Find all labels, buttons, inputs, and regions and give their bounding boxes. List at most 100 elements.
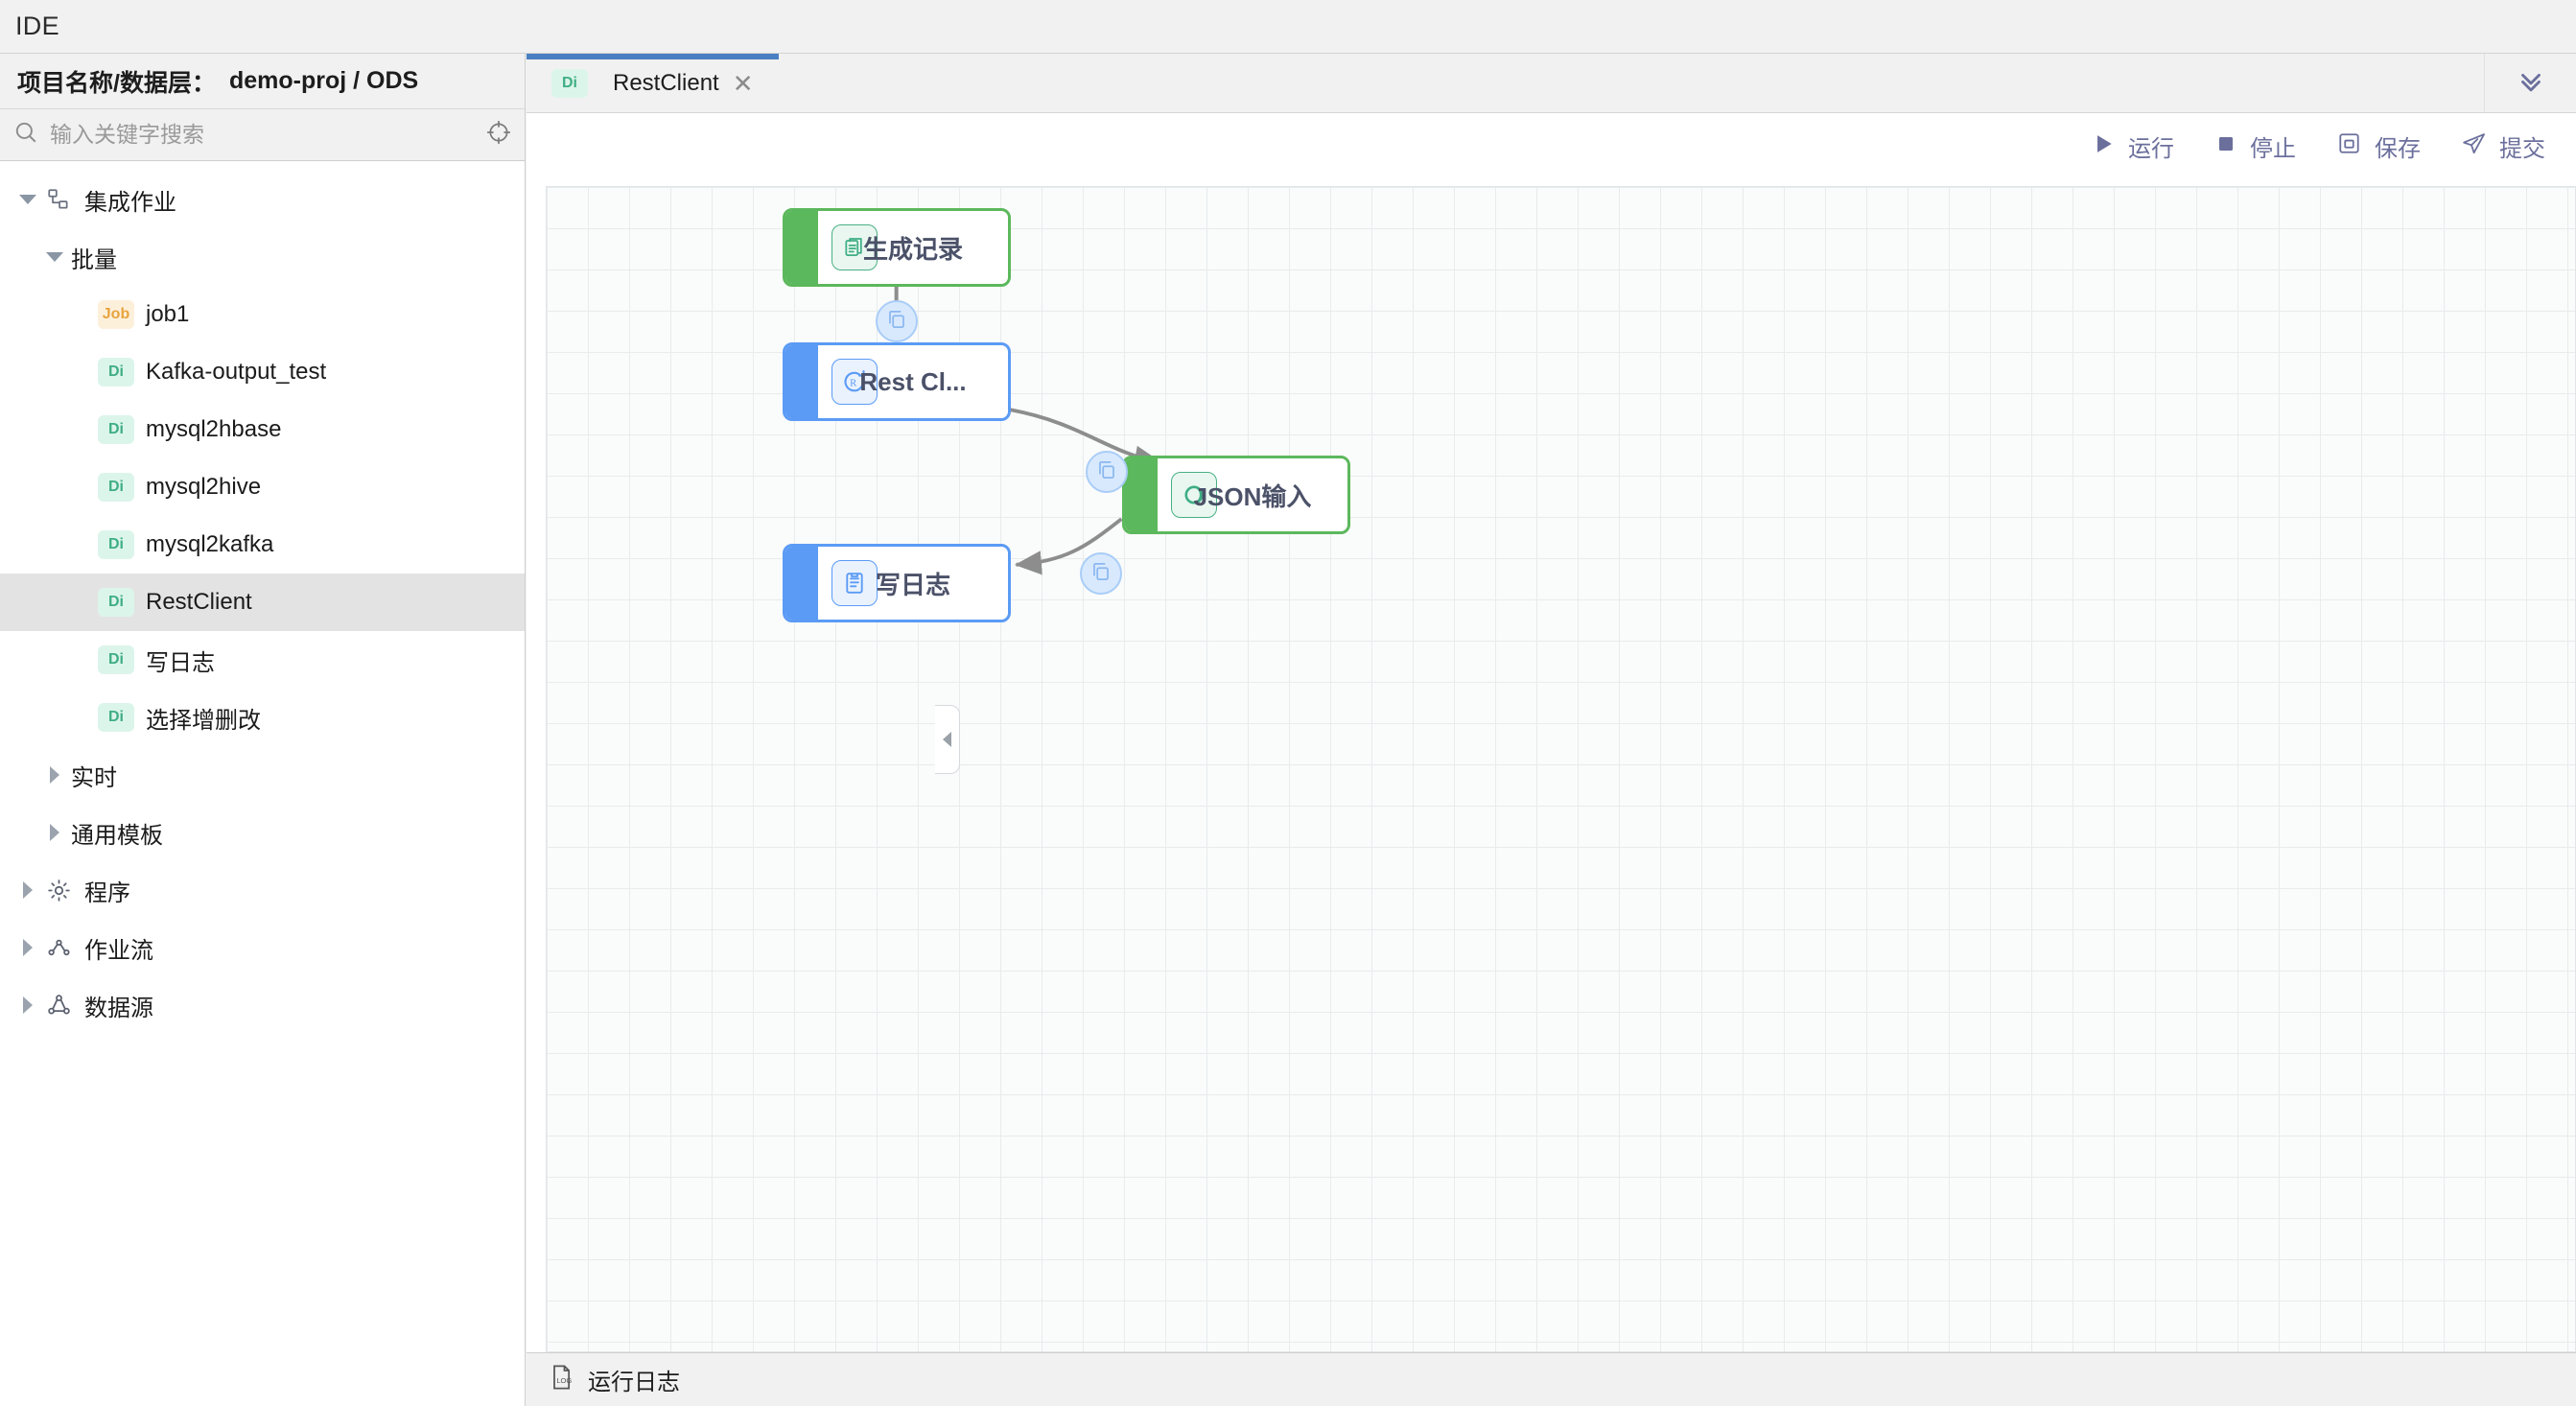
- tree-item-badge: Di: [98, 473, 134, 502]
- flow-node-log[interactable]: 写日志: [783, 544, 1011, 622]
- tree-item-实时[interactable]: 实时: [0, 746, 525, 804]
- caret-down-icon[interactable]: [44, 246, 65, 268]
- tree-item-Kafka-output_test[interactable]: Di Kafka-output_test: [0, 343, 525, 401]
- svg-text:R: R: [850, 378, 857, 389]
- edge-badge-gen-rest[interactable]: [876, 300, 918, 342]
- tree-item-label: 写日志: [146, 649, 215, 676]
- collapse-all-button[interactable]: [2484, 54, 2576, 112]
- tree-item-mysql2hive[interactable]: Di mysql2hive: [0, 458, 525, 516]
- node-accent-bar: [785, 547, 818, 620]
- tree-item-label: 实时: [71, 764, 117, 791]
- save-icon: [2336, 130, 2362, 161]
- app-title: IDE: [15, 12, 59, 40]
- edge-badge-json-log[interactable]: [1080, 552, 1122, 595]
- generate-record-icon: [831, 224, 878, 270]
- tree-item-label: mysql2kafka: [146, 531, 274, 557]
- tab-badge: Di: [551, 68, 588, 98]
- editor-toolbar: 运行 停止 保存 提交: [527, 113, 2576, 178]
- node-accent-bar: [785, 211, 818, 284]
- toolbar-button-label: 保存: [2375, 135, 2421, 162]
- stop-icon: [2214, 132, 2237, 160]
- tree-item-集成作业[interactable]: 集成作业: [0, 171, 525, 228]
- project-label: 项目名称/数据层：: [17, 69, 216, 97]
- tree-item-label: 程序: [84, 879, 130, 906]
- node-body: JSON输入: [1158, 458, 1347, 531]
- toolbar-button-label: 提交: [2499, 135, 2545, 162]
- tree-item-label: mysql2hive: [146, 474, 262, 500]
- tree-item-写日志[interactable]: Di 写日志: [0, 631, 525, 689]
- project-value: demo-proj / ODS: [228, 67, 419, 94]
- toolbar-保存-button[interactable]: 保存: [2336, 129, 2421, 163]
- chevron-left-icon: [943, 732, 951, 747]
- tree-item-label: 集成作业: [84, 189, 176, 216]
- toolbar-button-label: 停止: [2250, 135, 2296, 162]
- caret-down-icon[interactable]: [17, 189, 38, 210]
- flow-node-json[interactable]: JSON输入: [1122, 456, 1350, 534]
- tree-item-选择增删改[interactable]: Di 选择增删改: [0, 689, 525, 746]
- flow-node-gen[interactable]: 生成记录: [783, 208, 1011, 287]
- search-icon: [13, 120, 38, 150]
- tree-item-label: 作业流: [84, 937, 153, 964]
- project-header: 项目名称/数据层： demo-proj / ODS: [0, 54, 525, 109]
- tree-item-label: 选择增删改: [146, 707, 261, 734]
- tree-item-label: job1: [146, 301, 190, 327]
- svg-text:LOG: LOG: [556, 1376, 572, 1385]
- tree-item-badge: Di: [98, 530, 134, 559]
- tree-item-label: 通用模板: [71, 822, 163, 849]
- copy-icon: [1094, 457, 1119, 487]
- toolbar-运行-button[interactable]: 运行: [2091, 129, 2174, 163]
- tree-item-mysql2hbase[interactable]: Di mysql2hbase: [0, 401, 525, 458]
- workflow-icon: [44, 933, 73, 962]
- tab-bar: Di RestClient ✕: [527, 54, 2576, 113]
- tree-item-数据源[interactable]: 数据源: [0, 976, 525, 1034]
- caret-right-icon[interactable]: [17, 937, 38, 958]
- node-body: 写日志: [818, 547, 1008, 620]
- toolbar-button-label: 运行: [2128, 135, 2174, 162]
- palette-collapse-handle[interactable]: [935, 705, 960, 774]
- tree-item-批量[interactable]: 批量: [0, 228, 525, 286]
- tree-item-badge: Di: [98, 358, 134, 387]
- bottom-status-bar[interactable]: LOG 运行日志: [527, 1352, 2576, 1406]
- tree-item-label: mysql2hbase: [146, 416, 282, 442]
- caret-right-icon[interactable]: [44, 822, 65, 843]
- toolbar-提交-button[interactable]: 提交: [2461, 129, 2545, 163]
- gear-icon: [44, 876, 73, 904]
- editor-area: Di RestClient ✕ 运行 停止 保存 提交: [527, 54, 2576, 1406]
- node-accent-bar: [785, 345, 818, 418]
- tree-item-mysql2kafka[interactable]: Di mysql2kafka: [0, 516, 525, 574]
- log-file-icon: LOG: [548, 1364, 574, 1395]
- sidebar-search-row[interactable]: [0, 109, 525, 161]
- tree-item-badge: Di: [98, 645, 134, 674]
- caret-right-icon[interactable]: [44, 764, 65, 785]
- tree-item-作业流[interactable]: 作业流: [0, 919, 525, 976]
- tree-item-label: RestClient: [146, 589, 252, 615]
- tree-item-label: 批量: [71, 246, 117, 273]
- json-ring-icon: [1171, 472, 1217, 518]
- toolbar-停止-button[interactable]: 停止: [2214, 129, 2296, 163]
- flow-node-icon: [44, 185, 73, 214]
- caret-right-icon[interactable]: [17, 995, 38, 1016]
- tree-item-程序[interactable]: 程序: [0, 861, 525, 919]
- caret-right-icon[interactable]: [17, 879, 38, 901]
- tab-restclient[interactable]: Di RestClient ✕: [527, 54, 779, 112]
- locate-target-icon[interactable]: [486, 120, 511, 150]
- search-input[interactable]: [50, 122, 475, 148]
- tree-item-badge: Job: [98, 300, 134, 329]
- tree-item-badge: Di: [98, 703, 134, 732]
- tree-item-label: 数据源: [84, 995, 153, 1021]
- edge-badge-rest-json[interactable]: [1086, 451, 1128, 493]
- tree-item-job1[interactable]: Job job1: [0, 286, 525, 343]
- copy-icon: [1089, 559, 1113, 589]
- tree-item-badge: Di: [98, 415, 134, 444]
- write-log-icon: [831, 560, 878, 606]
- close-icon[interactable]: ✕: [732, 68, 754, 98]
- tree-item-通用模板[interactable]: 通用模板: [0, 804, 525, 861]
- copy-icon: [884, 307, 909, 337]
- tree-item-label: Kafka-output_test: [146, 359, 327, 385]
